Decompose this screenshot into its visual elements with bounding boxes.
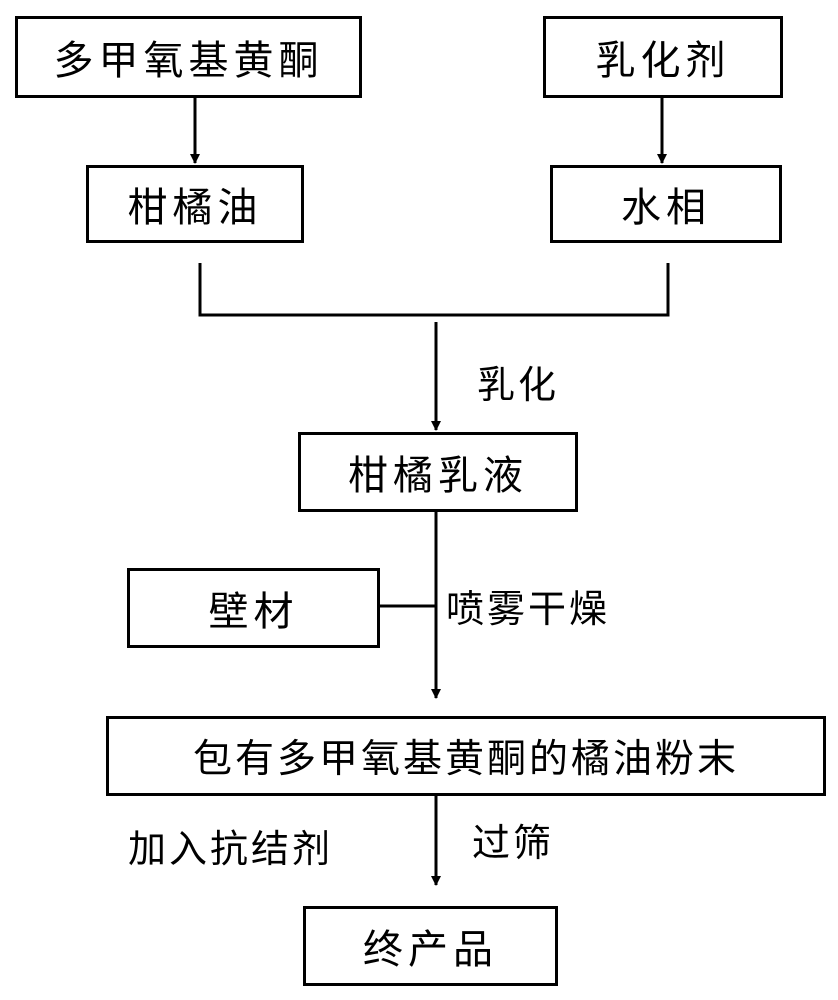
step-sieve: 过筛	[472, 821, 555, 865]
step-emulsify: 乳化	[477, 363, 560, 407]
node-pmf: 多甲氧基黄酮	[15, 16, 362, 98]
step-spray-dry: 喷雾干燥	[446, 587, 611, 631]
step-add-anticaking: 加入抗结剂	[128, 827, 334, 871]
node-citrus-emulsion: 柑橘乳液	[298, 432, 578, 512]
node-wall-material: 壁材	[127, 568, 380, 648]
merge-bracket	[198, 263, 670, 317]
node-water-phase: 水相	[550, 165, 782, 243]
node-emulsifier: 乳化剂	[543, 16, 783, 98]
node-powder: 包有多甲氧基黄酮的橘油粉末	[106, 716, 826, 796]
node-final-product: 终产品	[303, 906, 558, 986]
node-citrus-oil: 柑橘油	[86, 165, 304, 243]
